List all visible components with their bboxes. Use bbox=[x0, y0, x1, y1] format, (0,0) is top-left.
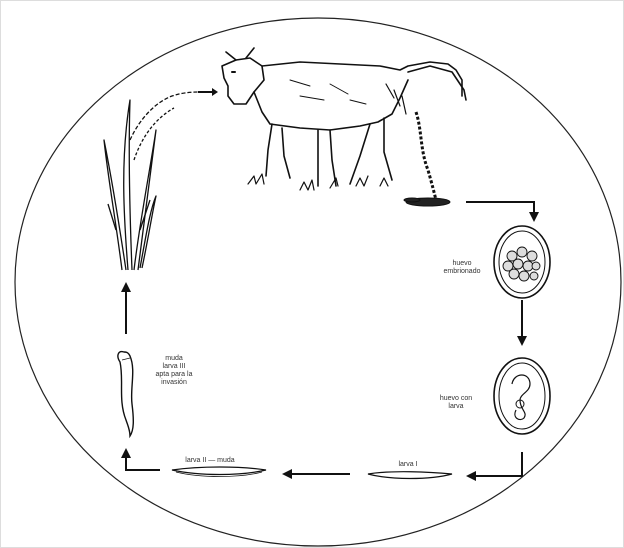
label-larva-2: larva II — muda bbox=[185, 457, 235, 464]
label-egg-larva-2: larva bbox=[448, 403, 463, 410]
label-larva-3-3: apta para la bbox=[156, 371, 193, 378]
egg-icon bbox=[494, 226, 550, 298]
label-larva-3-2: larva III bbox=[163, 363, 186, 370]
label-larva-1: larva I bbox=[398, 461, 417, 468]
egg-larva-icon bbox=[494, 358, 550, 434]
label-egg-embryonated-2: embrionado bbox=[444, 268, 481, 275]
label-egg-larva-1: huevo con bbox=[440, 395, 472, 402]
label-egg-embryonated-1: huevo bbox=[452, 260, 471, 267]
label-larva-3-1: muda bbox=[165, 355, 183, 362]
label-larva-3-4: invasión bbox=[161, 379, 187, 386]
